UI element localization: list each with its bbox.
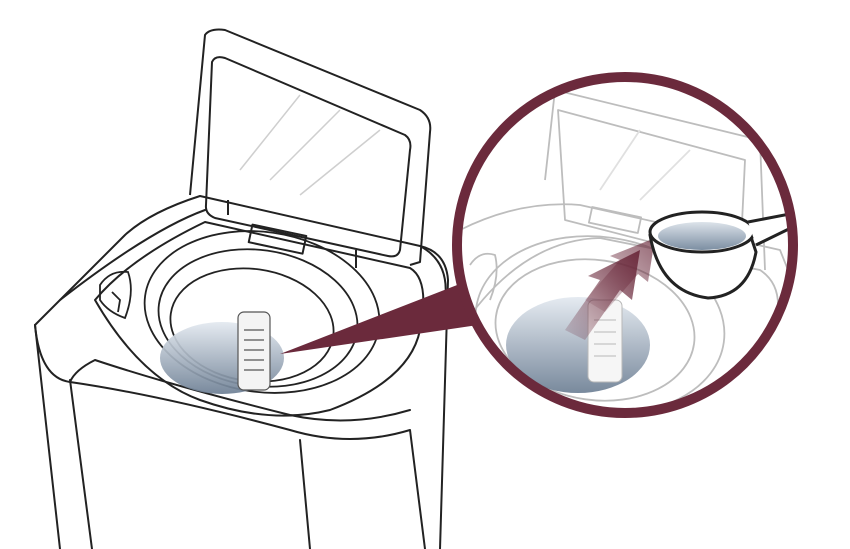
magnifier-pointer-icon (280, 280, 478, 354)
washer-lid-icon (189, 28, 432, 268)
pour-arrow-icon (565, 238, 655, 340)
detergent-dispenser-icon (99, 270, 132, 320)
measuring-cup-icon (648, 210, 793, 300)
lint-filter-icon (237, 311, 271, 391)
magnifier-ring-icon (452, 72, 798, 418)
washer-body (34, 195, 447, 549)
